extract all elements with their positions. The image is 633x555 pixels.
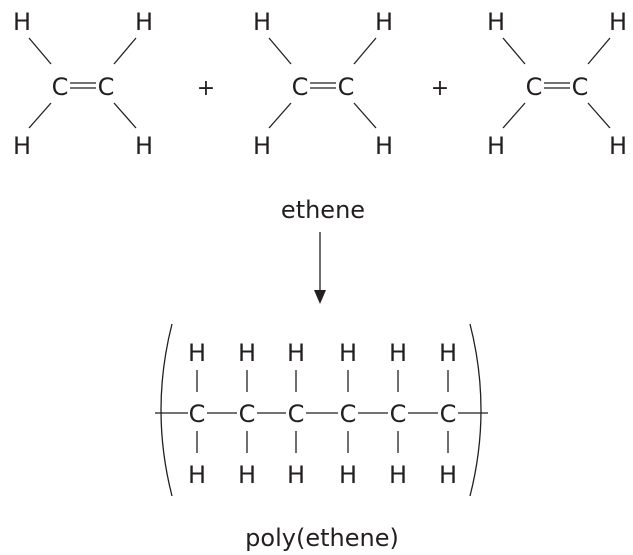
- hydrogen-atom: H: [253, 8, 271, 36]
- hydrogen-atom: H: [253, 132, 271, 160]
- hydrogen-atom: H: [287, 339, 305, 367]
- arrowhead: [314, 290, 326, 304]
- carbon-atom: C: [98, 73, 115, 101]
- hydrogen-atom: H: [135, 132, 153, 160]
- left-bracket: [160, 323, 173, 497]
- hydrogen-atom: H: [439, 339, 457, 367]
- carbon-atom: C: [292, 73, 309, 101]
- bonds: [268, 37, 377, 129]
- single-bond: [353, 37, 377, 65]
- carbon-atom: C: [338, 73, 355, 101]
- ethene-molecule-1: H H C C H H: [13, 8, 153, 160]
- hydrogen-atom: H: [389, 461, 407, 489]
- hydrogen-atom: H: [609, 132, 627, 160]
- hydrogen-atom: H: [188, 339, 206, 367]
- hydrogen-atom: H: [609, 8, 627, 36]
- single-bond: [502, 102, 526, 129]
- hydrogen-atom: H: [375, 8, 393, 36]
- hydrogen-atom: H: [339, 461, 357, 489]
- carbon-atom: C: [340, 400, 357, 428]
- monomer-label: ethene: [281, 196, 365, 224]
- single-bond: [28, 37, 52, 65]
- carbon-atom: C: [572, 73, 589, 101]
- single-bond: [268, 37, 292, 65]
- carbon-atom: C: [390, 400, 407, 428]
- hydrogen-atom: H: [339, 339, 357, 367]
- repeat-unit-row: H H H H H H C C C C C C H H H H H H: [188, 339, 457, 489]
- carbon-atom: C: [239, 400, 256, 428]
- plus-sign: +: [197, 76, 215, 101]
- hydrogen-atom: H: [287, 461, 305, 489]
- polymer-structure: H H H H H H C C C C C C H H H H H H: [155, 323, 488, 497]
- single-bond: [353, 102, 377, 129]
- hydrogen-atom: H: [13, 8, 31, 36]
- ethene-molecule-2: H H C C H H: [253, 8, 393, 160]
- hydrogen-atom: H: [389, 339, 407, 367]
- carbon-atom: C: [440, 400, 457, 428]
- carbon-atom: C: [526, 73, 543, 101]
- single-bond: [587, 37, 611, 65]
- single-bond: [28, 102, 52, 129]
- single-bond: [587, 102, 611, 129]
- single-bond: [113, 102, 137, 129]
- single-bond: [502, 37, 526, 65]
- hydrogen-atom: H: [375, 132, 393, 160]
- polymer-bonds: [155, 370, 488, 453]
- hydrogen-atom: H: [238, 461, 256, 489]
- single-bond: [268, 102, 292, 129]
- hydrogen-atom: H: [135, 8, 153, 36]
- hydrogen-atom: H: [439, 461, 457, 489]
- hydrogen-atom: H: [188, 461, 206, 489]
- brackets: [160, 323, 482, 497]
- carbon-atom: C: [288, 400, 305, 428]
- carbon-atom: C: [52, 73, 69, 101]
- hydrogen-atom: H: [238, 339, 256, 367]
- polymer-label: poly(ethene): [245, 524, 399, 552]
- right-bracket: [469, 323, 482, 497]
- reaction-arrow: [314, 232, 326, 304]
- ethene-molecule-3: H H C C H H: [487, 8, 627, 160]
- hydrogen-atom: H: [487, 132, 505, 160]
- single-bond: [113, 37, 137, 65]
- carbon-atom: C: [189, 400, 206, 428]
- hydrogen-atom: H: [13, 132, 31, 160]
- plus-sign: +: [431, 76, 449, 101]
- hydrogen-atom: H: [487, 8, 505, 36]
- bonds: [28, 37, 137, 129]
- bonds: [502, 37, 611, 129]
